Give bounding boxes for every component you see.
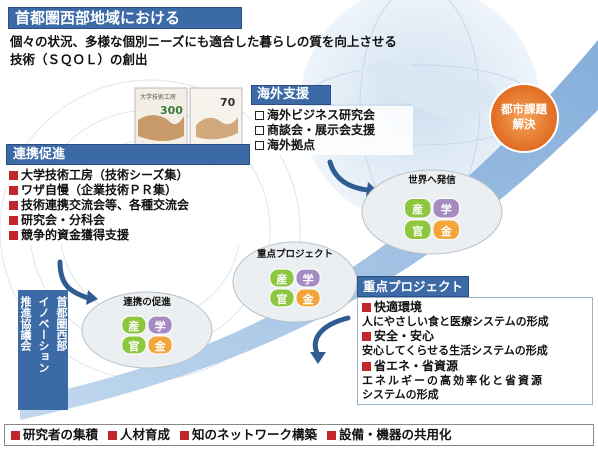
quadrant-label: 産 xyxy=(412,203,424,217)
quadrant-q4 xyxy=(147,335,173,355)
quadrant-q1 xyxy=(404,197,432,219)
quadrant-q1 xyxy=(269,268,295,288)
bullet-icon xyxy=(9,231,18,240)
ellipse-label-juten: 重点プロジェクト xyxy=(256,249,333,260)
urban-badge-circle xyxy=(489,83,559,153)
ellipse-sekai xyxy=(361,169,503,255)
bullet-icon xyxy=(108,430,118,440)
priority-item-desc: 人にやさしい食と医療システムの形成 xyxy=(362,315,549,328)
quadrant-q2 xyxy=(147,315,173,335)
bullet-icon xyxy=(327,430,337,440)
overseas-list: 海外ビジネス研究会 商談会・展示会支援 海外拠点 xyxy=(251,106,413,155)
quadrant-q3 xyxy=(404,219,432,241)
bullet-icon xyxy=(9,186,18,195)
bottom-item: 人材育成 xyxy=(108,427,170,443)
quadrant-label: 学 xyxy=(154,320,166,334)
bullet-icon xyxy=(362,332,371,342)
checkbox-icon xyxy=(255,111,264,120)
bullet-icon xyxy=(362,361,371,371)
priority-item-title: 快適環境 xyxy=(362,300,588,315)
quadrant-label: 金 xyxy=(302,292,314,306)
priority-item-title: 安全・安心 xyxy=(362,329,588,344)
ellipse-label-sekai: 世界へ発信 xyxy=(408,175,456,186)
bullet-icon xyxy=(11,430,20,440)
catalog-right-number: 70 xyxy=(220,96,236,109)
quadrant-q4 xyxy=(295,288,321,308)
priority-item-desc: エネルギーの高効率化と省資源 xyxy=(362,373,544,387)
org-label: 首都圏西部 イノベーション 推進協議会 xyxy=(18,290,68,410)
bullet-icon xyxy=(180,430,190,440)
bottom-item: 知のネットワーク構築 xyxy=(180,427,317,443)
overseas-header: 海外支援 xyxy=(251,85,331,105)
checkbox-icon xyxy=(255,141,264,150)
quadrant-q3 xyxy=(121,335,147,355)
priority-item-desc: 安心してくらせる生活システムの形成 xyxy=(362,344,548,358)
ellipse-label-renkei: 連携の促進 xyxy=(123,297,171,308)
collaboration-item: 大学技術工房（技術シーズ集） xyxy=(9,168,243,183)
org-label-col: 首都圏西部 xyxy=(55,296,68,351)
quadrant-label: 官 xyxy=(128,339,140,353)
priority-header: 重点プロジェクト xyxy=(357,276,469,297)
quadrant-label: 官 xyxy=(276,292,288,306)
quadrant-q4 xyxy=(432,219,460,241)
catalog-left-label: 大学技術工房 xyxy=(140,94,177,101)
overseas-item: 商談会・展示会支援 xyxy=(255,123,409,138)
collaboration-item: 研究会・分科会 xyxy=(9,213,243,228)
overseas-item: 海外ビジネス研究会 xyxy=(255,108,409,123)
quadrant-q2 xyxy=(295,268,321,288)
quadrant-label: 学 xyxy=(302,273,314,287)
catalog-left-number: 300 xyxy=(160,104,183,117)
sangaku-quadrants xyxy=(121,197,460,355)
quadrant-q3 xyxy=(269,288,295,308)
bullet-icon xyxy=(362,303,371,312)
collaboration-header: 連携促進 xyxy=(6,144,250,165)
bullet-icon xyxy=(9,216,18,225)
quadrant-label: 金 xyxy=(440,224,452,238)
urban-badge-text: 都市課題 解決 xyxy=(501,102,547,131)
bullet-icon xyxy=(9,171,18,180)
title-line-2: 技術（ＳＱＯＬ）の創出 xyxy=(10,52,148,67)
flow-arrows xyxy=(57,159,371,358)
bottom-item: 研究者の集積 xyxy=(11,427,98,443)
title-text: 個々の状況、多様な個別ニーズにも適合した暮らしの質を向上させる 技術（ＳＱＯＬ）… xyxy=(10,33,397,69)
title-line-1: 個々の状況、多様な個別ニーズにも適合した暮らしの質を向上させる xyxy=(10,34,397,49)
collaboration-list: 大学技術工房（技術シーズ集） ワザ自慢（企業技術ＰＲ集） 技術連携交流会等、各種… xyxy=(6,166,246,245)
quadrant-label: 金 xyxy=(154,339,166,353)
quadrant-label: 学 xyxy=(440,203,452,217)
collaboration-item: 技術連携交流会等、各種交流会 xyxy=(9,198,243,213)
quadrant-q2 xyxy=(432,197,460,219)
bullet-icon xyxy=(9,201,18,210)
collaboration-item: 競争的資金獲得支援 xyxy=(9,228,243,243)
checkbox-icon xyxy=(255,126,264,135)
quadrant-q1 xyxy=(121,315,147,335)
quadrant-label: 産 xyxy=(128,320,140,334)
ellipse-renkei xyxy=(81,291,213,369)
quadrant-label: 官 xyxy=(412,224,424,238)
overseas-item: 海外拠点 xyxy=(255,138,409,153)
title-header: 首都圏西部地域における xyxy=(8,7,242,29)
org-label-col: イノベーション xyxy=(37,296,50,373)
bottom-item: 設備・機器の共用化 xyxy=(327,427,452,443)
bottom-bar: 研究者の集積 人材育成 知のネットワーク構築 設備・機器の共用化 xyxy=(4,424,594,446)
quadrant-label: 産 xyxy=(276,273,288,287)
priority-list: 快適環境 人にやさしい食と医療システムの形成 安全・安心 安心してくらせる生活シ… xyxy=(357,297,593,406)
org-label-col: 推進協議会 xyxy=(19,296,32,351)
priority-item-desc: システムの形成 xyxy=(362,387,439,401)
collaboration-item: ワザ自慢（企業技術ＰＲ集） xyxy=(9,183,243,198)
priority-item-title: 省エネ・省資源 xyxy=(362,359,588,374)
